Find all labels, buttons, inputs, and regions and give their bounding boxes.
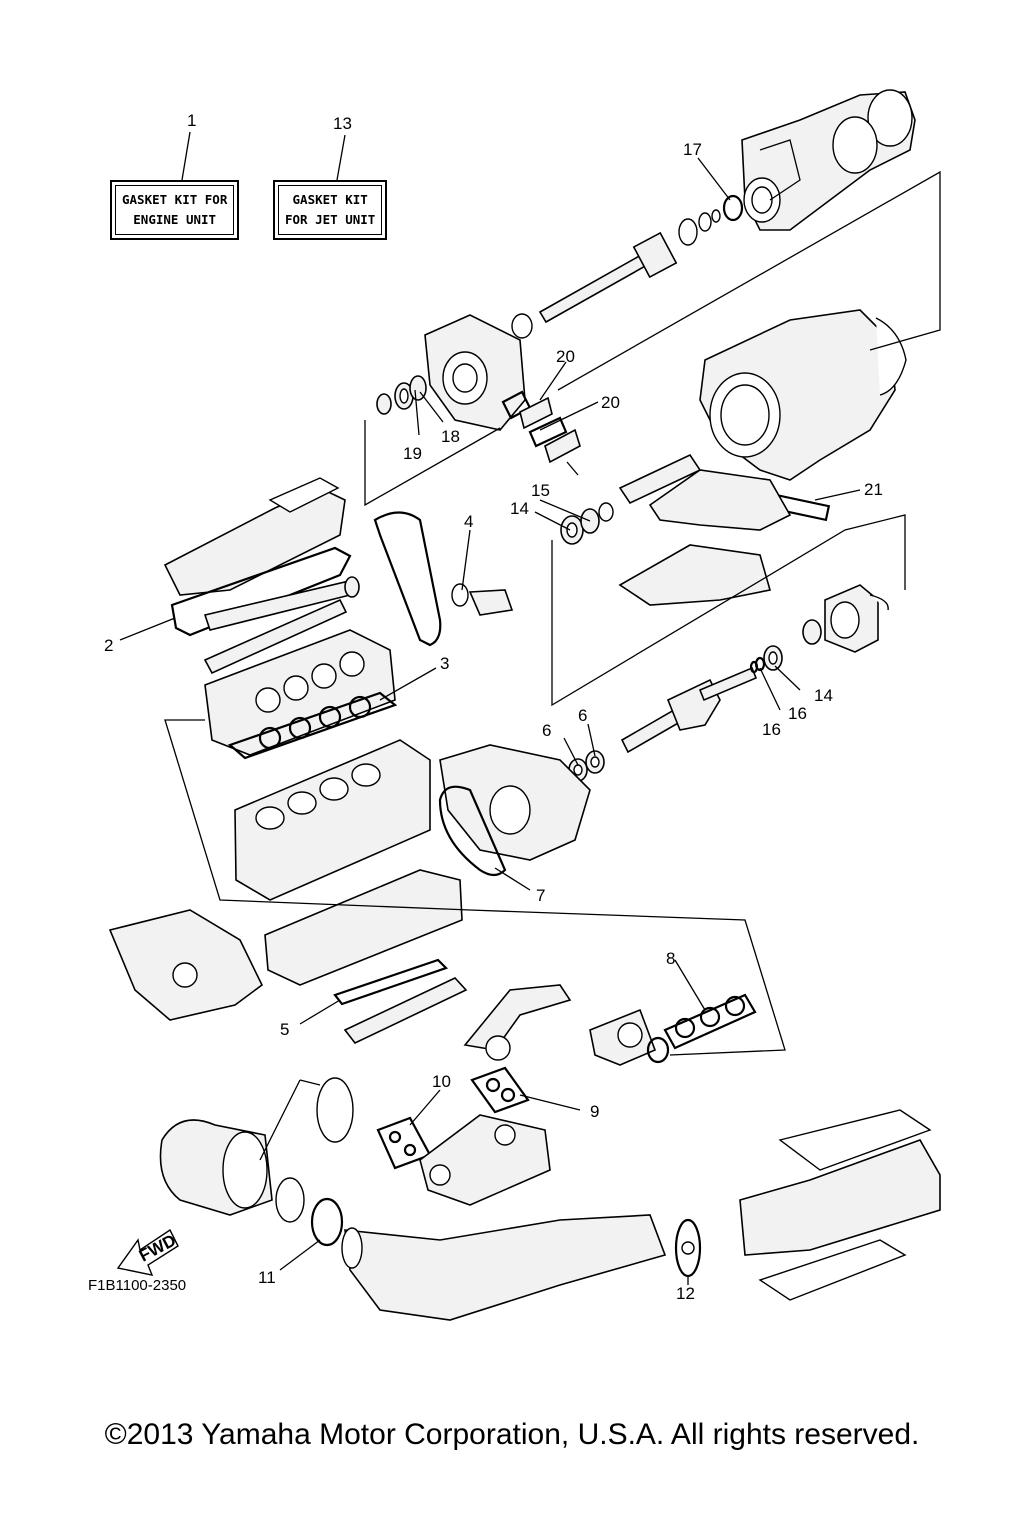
tensioner-4 [451, 583, 514, 616]
callout-1: 1 [187, 111, 196, 130]
jet-gasket-kit-label: GASKET KIT FOR JET UNIT [273, 180, 388, 240]
water-lock-pipe [341, 1214, 667, 1321]
cylinder-block [234, 739, 431, 901]
callout-11: 11 [258, 1268, 276, 1287]
callout-3: 3 [440, 654, 449, 673]
leader-lines [119, 131, 861, 1285]
exhaust-pipe [419, 1114, 551, 1206]
drive-shaft-upper [511, 209, 721, 339]
callout-20b: 20 [601, 393, 620, 412]
copyright-notice: ©2013 Yamaha Motor Corporation, U.S.A. A… [104, 1418, 920, 1451]
engine-kit-label-line2: ENGINE UNIT [133, 212, 217, 227]
stator-cover [439, 744, 591, 861]
engine-gasket-kit-label: GASKET KIT FOR ENGINE UNIT [110, 180, 240, 240]
timing-chain [373, 511, 442, 647]
callout-15: 15 [531, 481, 550, 500]
ride-plate [618, 469, 792, 606]
callout-18: 18 [441, 427, 460, 446]
callout-10: 10 [432, 1072, 451, 1091]
jet-kit-label-line2: FOR JET UNIT [285, 212, 376, 227]
jet-pump-body [699, 309, 907, 481]
bracket-lines-jet [364, 170, 941, 707]
cylinder-head [204, 629, 396, 756]
fwd-arrow: FWD [116, 1228, 179, 1276]
callout-16a: 16 [788, 704, 807, 723]
callout-19: 19 [403, 444, 422, 463]
gasket-11 [310, 1197, 344, 1247]
exhaust-hose-cover [739, 1109, 941, 1301]
callout-21: 21 [864, 480, 883, 499]
callout-9: 9 [590, 1102, 599, 1121]
callout-7: 7 [536, 886, 545, 905]
callout-17: 17 [683, 140, 702, 159]
exhaust-gasket-8 [646, 993, 757, 1064]
exhaust-gasket-9 [470, 1066, 530, 1114]
callout-2: 2 [104, 636, 113, 655]
oil-pan-gasket-5 [333, 958, 449, 1006]
muffler [159, 1077, 354, 1216]
callout-6b: 6 [542, 721, 551, 740]
bearing-housing [802, 584, 889, 653]
o-ring-17 [722, 194, 744, 222]
callout-14b: 14 [814, 686, 833, 705]
jet-pump-housing [741, 89, 916, 231]
callout-numbers: 1 13 17 20 20 18 19 15 14 21 4 2 3 14 16… [88, 111, 883, 1303]
head-gasket-3 [227, 691, 398, 760]
bearing-seal-set-18-19 [376, 375, 427, 415]
gasket-12 [674, 1218, 702, 1278]
callout-4: 4 [464, 512, 473, 531]
callout-5: 5 [280, 1020, 289, 1039]
callout-20a: 20 [556, 347, 575, 366]
bracket-lines-engine [164, 719, 786, 1056]
jet-kit-label-line1: GASKET KIT [292, 192, 368, 207]
lower-cover [108, 909, 264, 1021]
diagram-code: F1B1100-2350 [88, 1277, 186, 1294]
callout-16b: 16 [762, 720, 781, 739]
engine-kit-label-line1: GASKET KIT FOR [122, 192, 228, 207]
oil-pan-plate [343, 977, 468, 1045]
camshafts [203, 576, 360, 675]
callout-12: 12 [676, 1284, 695, 1303]
exhaust-manifold [463, 984, 657, 1066]
fwd-arrow-label: FWD [136, 1231, 179, 1266]
valve-cover [163, 477, 346, 596]
jet-intake-housing [424, 314, 526, 431]
callout-6a: 6 [578, 706, 587, 725]
valve-cover-gasket-2 [170, 546, 352, 637]
crankcase [264, 869, 463, 986]
gasket-20-set [501, 390, 581, 476]
callout-8: 8 [666, 949, 675, 968]
coupler-shaft [560, 453, 702, 545]
callout-14a: 14 [510, 499, 529, 518]
impeller-drive-shaft [620, 645, 783, 754]
stator-cover-gasket-7 [438, 785, 507, 877]
callout-13: 13 [333, 114, 352, 133]
